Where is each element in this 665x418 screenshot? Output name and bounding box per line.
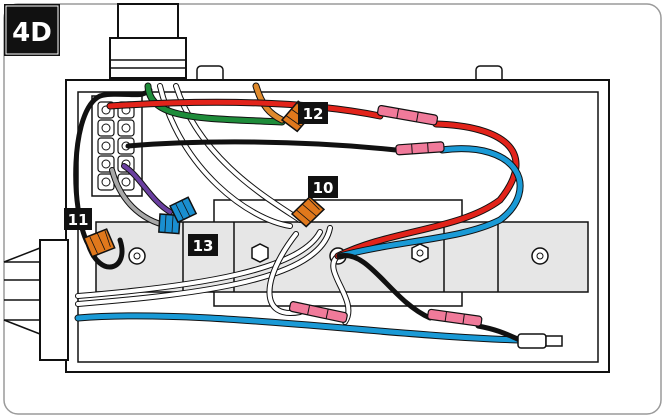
plug-connector [91, 95, 143, 197]
callout-11: 11 [64, 208, 92, 230]
butt-connector [427, 308, 483, 327]
callout-13-label: 13 [193, 237, 214, 255]
wire-nut-13-a [158, 213, 181, 235]
wire-nut-11 [83, 228, 116, 258]
screw-terminal [128, 247, 146, 265]
black-wire-middle [125, 139, 399, 153]
wire-nut-13-b [168, 196, 198, 224]
wire-nut-10 [290, 195, 326, 228]
callout-13: 13 [188, 234, 218, 256]
black-wire-right [337, 253, 433, 321]
callout-10: 10 [308, 176, 338, 198]
callout-10-label: 10 [313, 179, 334, 197]
step-badge: 4D [4, 4, 60, 56]
callout-11-label: 11 [68, 211, 89, 229]
callout-12: 12 [298, 102, 328, 124]
screw-terminal [531, 247, 549, 265]
step-label: 4D [12, 18, 52, 48]
side-fitting [3, 239, 69, 361]
hex-nut [411, 243, 429, 263]
hex-nut [251, 243, 269, 263]
ring-terminal [517, 333, 563, 349]
butt-connector [288, 301, 348, 323]
callout-12-label: 12 [303, 105, 324, 123]
butt-connector [377, 104, 439, 126]
cable-conduit [109, 3, 187, 79]
butt-connector [395, 141, 445, 156]
